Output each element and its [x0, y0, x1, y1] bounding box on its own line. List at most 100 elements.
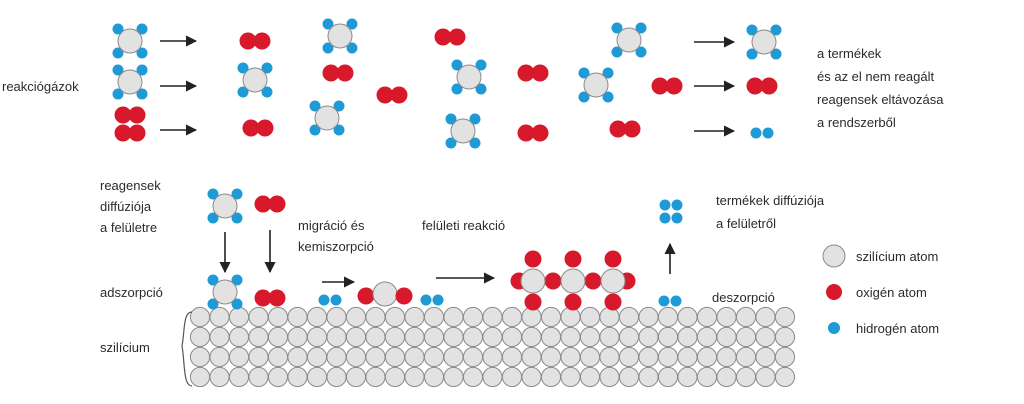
oxygen-atom — [336, 64, 354, 82]
silicon-atom — [242, 67, 268, 93]
oxygen-atom — [651, 77, 669, 95]
surface-silicon-atom — [228, 366, 250, 388]
surface-silicon-atom — [599, 326, 620, 348]
surface-silicon-atom — [345, 306, 367, 328]
surface-silicon-atom — [326, 346, 347, 368]
surface-silicon-atom — [560, 346, 581, 368]
hydrogen-atom — [322, 42, 334, 54]
surface-silicon-atom — [209, 366, 230, 388]
silane-molecule — [611, 22, 647, 58]
hydrogen-atom — [635, 22, 647, 34]
hydrogen-atom — [762, 127, 774, 139]
hydrogen-molecule — [658, 295, 682, 307]
product-diffusion-line-1: termékek diffúziója — [716, 193, 825, 208]
silane-molecule — [237, 62, 273, 98]
surface-silicon-atom — [462, 366, 484, 388]
hydrogen-atom — [309, 124, 321, 136]
surface-silicon-atom — [521, 366, 542, 388]
surface-silicon-atom — [384, 306, 406, 328]
oxygen-atom — [268, 195, 286, 213]
surface-silicon-atom — [755, 366, 776, 388]
surface-silicon-atom — [638, 326, 659, 348]
legend: szilícium atom oxigén atom hidrogén atom — [822, 244, 939, 336]
surface-silicon-atom — [618, 366, 640, 388]
oxygen-molecule — [651, 77, 683, 95]
silicon-bracket — [181, 311, 193, 387]
surface-silicon-atom — [579, 326, 601, 348]
silane-molecule — [207, 188, 243, 224]
legend-silicon-swatch — [822, 244, 846, 268]
oxygen-atom — [256, 119, 274, 137]
hydrogen-atom — [451, 59, 463, 71]
silicon-atom — [212, 193, 238, 219]
oxygen-atom — [665, 77, 683, 95]
adsorption-label: adszorpció — [100, 285, 163, 300]
surface-silicon-atom — [560, 326, 581, 348]
surface-silicon-atom — [404, 346, 425, 368]
surface-silicon-atom — [560, 306, 581, 328]
surface-silicon-atom — [423, 306, 445, 328]
hydrogen-atom — [432, 294, 444, 306]
surface-silicon-atom — [755, 306, 776, 328]
surface-silicon-atom — [696, 306, 718, 328]
oxygen-atom — [254, 289, 272, 307]
hydrogen-atom — [469, 113, 481, 125]
hydrogen-atom — [671, 199, 683, 211]
surface-silicon-atom — [365, 326, 386, 348]
surface-silicon-atom — [599, 366, 620, 388]
surface-silicon-atom — [326, 306, 347, 328]
oxygen-atom — [760, 77, 778, 95]
products-removal-line-1: a termékek — [817, 46, 882, 61]
hydrogen-atom — [578, 91, 590, 103]
surface-silicon-atom — [716, 306, 737, 328]
legend-oxygen-swatch — [826, 284, 842, 300]
surface-silicon-atom — [345, 326, 367, 348]
oxygen-atom — [268, 289, 286, 307]
surface-silicon-atom — [384, 366, 406, 388]
silicon-atom — [616, 27, 642, 53]
surface-silicon-atom — [540, 306, 562, 328]
silane-molecule — [451, 59, 487, 95]
hydrogen-molecule — [420, 294, 444, 306]
oxygen-molecule — [242, 119, 274, 137]
surface-silicon-atom — [540, 366, 562, 388]
surface-silicon-atom — [462, 346, 484, 368]
hydrogen-atom — [231, 212, 243, 224]
surface-silicon-atom — [501, 306, 523, 328]
hydrogen-atom — [136, 64, 148, 76]
surface-silicon-atom — [384, 326, 406, 348]
surface-silicon-atom — [423, 346, 445, 368]
oxygen-atom — [517, 124, 535, 142]
surface-silicon-atom — [287, 326, 308, 348]
molecules-layer — [112, 18, 782, 311]
oxygen-molecule — [517, 124, 549, 142]
surface-silicon-atom — [657, 366, 679, 388]
surface-silicon-atom — [501, 326, 523, 348]
surface-silicon-atom — [326, 326, 347, 348]
oxygen-atom — [623, 120, 641, 138]
oxygen-atom — [114, 124, 132, 142]
surface-silicon-atom — [267, 306, 289, 328]
surface-silicon-atom — [677, 306, 698, 328]
migration-line-1: migráció és — [298, 218, 365, 233]
oxygen-atom — [434, 28, 452, 46]
silane-molecule — [746, 24, 782, 60]
oxygen-atom — [564, 293, 582, 311]
surface-silicon-atom — [189, 346, 211, 368]
hydrogen-atom — [475, 59, 487, 71]
surface-silicon-atom — [579, 346, 601, 368]
hydrogen-atom — [602, 91, 614, 103]
hydrogen-atom — [112, 47, 124, 59]
surface-silicon-atom — [501, 346, 523, 368]
oxygen-atom — [448, 28, 466, 46]
oxygen-atom — [584, 272, 602, 290]
hydrogen-atom — [445, 137, 457, 149]
hydrogen-atom — [207, 188, 219, 200]
surface-silicon-atom — [735, 306, 757, 328]
silicon-atom — [327, 23, 353, 49]
surface-silicon-atom — [443, 326, 464, 348]
reagent-diffusion-line-1: reagensek — [100, 178, 161, 193]
oxygen-atom — [128, 124, 146, 142]
surface-silicon-atom — [696, 346, 718, 368]
silane-molecule — [207, 274, 243, 310]
